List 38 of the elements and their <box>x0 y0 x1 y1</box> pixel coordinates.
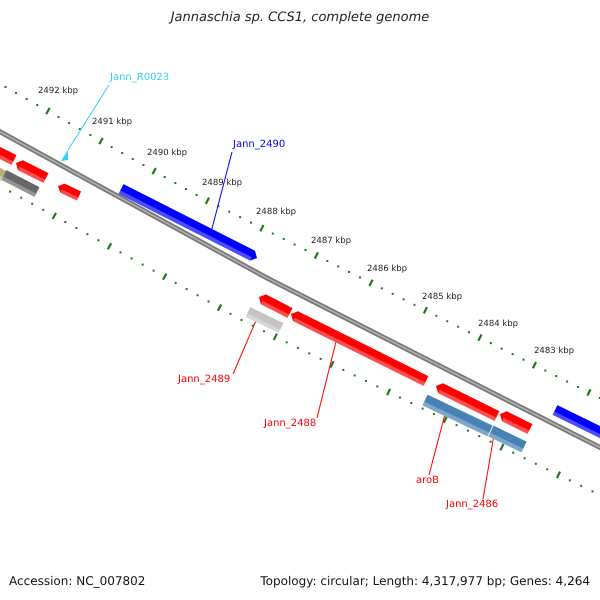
leader-line <box>232 321 256 374</box>
gene-label: Jann_2488 <box>264 418 316 430</box>
gene-block <box>0 144 16 165</box>
scale-label: 2490 kbp <box>147 148 188 158</box>
leader-line <box>428 415 446 476</box>
gene-block <box>422 394 493 436</box>
leader-line <box>211 152 232 230</box>
gene-block <box>488 426 527 452</box>
gene-block <box>246 307 284 333</box>
gene-block <box>500 411 532 434</box>
gene-block <box>291 311 428 386</box>
scale-label: 2487 kbp <box>311 236 352 246</box>
scale-label: 2492 kbp <box>38 86 78 96</box>
gene-block <box>552 405 600 440</box>
scale-label: 2486 kbp <box>367 264 408 274</box>
leader-line <box>316 342 336 418</box>
scale-label: 2491 kbp <box>92 117 132 128</box>
gene-block <box>436 383 500 421</box>
scale-label: 2489 kbp <box>202 178 242 188</box>
genome-info-text: Topology: circular; Length: 4,317,977 bp; Genes: 4,264 <box>260 574 590 588</box>
gene-label: aroB <box>416 475 439 487</box>
triangle-marker <box>61 150 68 161</box>
scale-label: 2483 kbp <box>534 346 574 356</box>
accession-text: Accession: NC_007802 <box>9 574 146 588</box>
gene-block <box>2 170 40 197</box>
leader-line <box>482 438 494 500</box>
gene-label: Jann_R0023 <box>110 72 170 84</box>
gene-block <box>259 294 292 318</box>
gene-label: Jann_2490 <box>233 139 286 151</box>
scale-label: 2484 kbp <box>478 319 518 330</box>
gene-label: Jann_2489 <box>178 374 230 386</box>
scale-label: 2488 kbp <box>256 207 296 218</box>
gene-block <box>58 184 82 200</box>
gene-label: Jann_2486 <box>446 499 498 511</box>
leader-line <box>68 84 110 150</box>
scale-label: 2485 kbp <box>422 292 462 302</box>
gene-block <box>16 160 48 183</box>
title: Jannaschia sp. CCS1, complete genome <box>168 10 430 26</box>
